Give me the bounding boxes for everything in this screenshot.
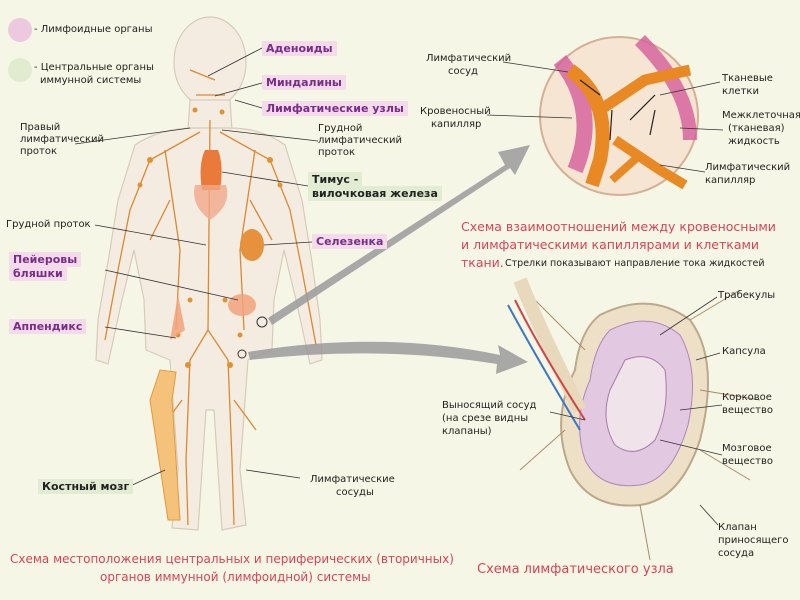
label-lymph-vessel-1: Лимфатический [426,53,511,65]
legend-lymphoid-label: - Лимфоидные органы [34,24,152,36]
label-valve-2: приносящего [718,535,789,547]
legend-green-dot [8,58,32,82]
thymus-shape [201,150,222,190]
label-interstitial-2: (тканевая) [728,123,785,135]
arrow-to-node [248,342,528,374]
label-chest-duct: Грудной проток [6,219,91,231]
capillary-caption-note: Стрелки показывают направление тока жидк… [505,258,765,270]
label-efferent-1: Выносящий сосуд [442,400,536,412]
label-medulla-2: вещество [722,456,773,468]
label-capsule: Капсула [722,346,766,358]
label-lymph-vessels-2: сосуды [336,487,374,499]
lymph-node-diagram [508,280,760,560]
label-medulla-1: Мозговое [722,443,772,455]
label-cortex-1: Корковое [722,392,772,404]
label-blood-capillary-1: Кровеносный [420,106,491,118]
capillary-caption-line2: и лимфатическими капиллярами и клетками [461,237,759,253]
node-caption: Схема лимфатического узла [477,562,674,578]
label-interstitial-3: жидкость [728,136,780,148]
capillary-diagram [540,37,698,195]
capillary-caption-line3: ткани. [461,255,504,271]
label-valve-3: сосуда [718,548,754,560]
label-tissue-cells-1: Тканевые [722,73,773,85]
label-thymus-2: вилочковая железа [308,186,442,201]
label-trabeculae: Трабекулы [718,290,775,302]
label-blood-capillary-2: капилляр [431,119,481,131]
label-right-duct-3: проток [20,146,57,158]
label-peyer-1: Пейеровы [9,252,81,267]
body-caption-line1: Схема местоположения центральных и периф… [10,551,454,567]
intestine-loop [228,294,256,316]
label-adenoids: Аденоиды [262,41,337,56]
capillary-caption-line1: Схема взаимоотношений между кровеносными [461,219,776,235]
label-right-duct-1: Правый [20,122,60,134]
label-lymph-vessels-1: Лимфатические [310,474,395,486]
legend-central-label-1: - Центральные органы [34,62,154,74]
label-appendix: Аппендикс [9,319,86,334]
label-bone-marrow: Костный мозг [38,479,133,494]
label-thoracic-duct-1: Грудной [318,123,362,135]
label-tonsils: Миндалины [262,75,346,90]
label-peyer-2: бляшки [9,266,67,281]
label-lymph-capillary-1: Лимфатический [705,162,790,174]
label-efferent-3: клапаны) [442,426,492,438]
legend-pink-dot [8,18,32,42]
label-thoracic-duct-3: проток [318,147,355,159]
label-lymph-vessel-2: сосуд [448,66,478,78]
label-thoracic-duct-2: лимфатический [318,135,402,147]
label-valve-1: Клапан [718,522,757,534]
label-interstitial-1: Межклеточная [722,110,800,122]
legend-central-label-2: иммунной системы [40,75,141,87]
label-spleen: Селезенка [312,234,387,249]
label-thymus-1: Тимус - [308,172,362,187]
label-cortex-2: вещество [722,405,773,417]
label-tissue-cells-2: клетки [722,86,759,98]
label-efferent-2: (на срезе видны [442,413,528,425]
label-lymph-nodes: Лимфатические узлы [262,101,408,116]
label-right-duct-2: лимфатический [20,134,104,146]
spleen-shape [240,229,264,261]
label-lymph-capillary-2: капилляр [705,175,755,187]
body-caption-line2: органов иммунной (лимфоидной) системы [100,569,371,585]
